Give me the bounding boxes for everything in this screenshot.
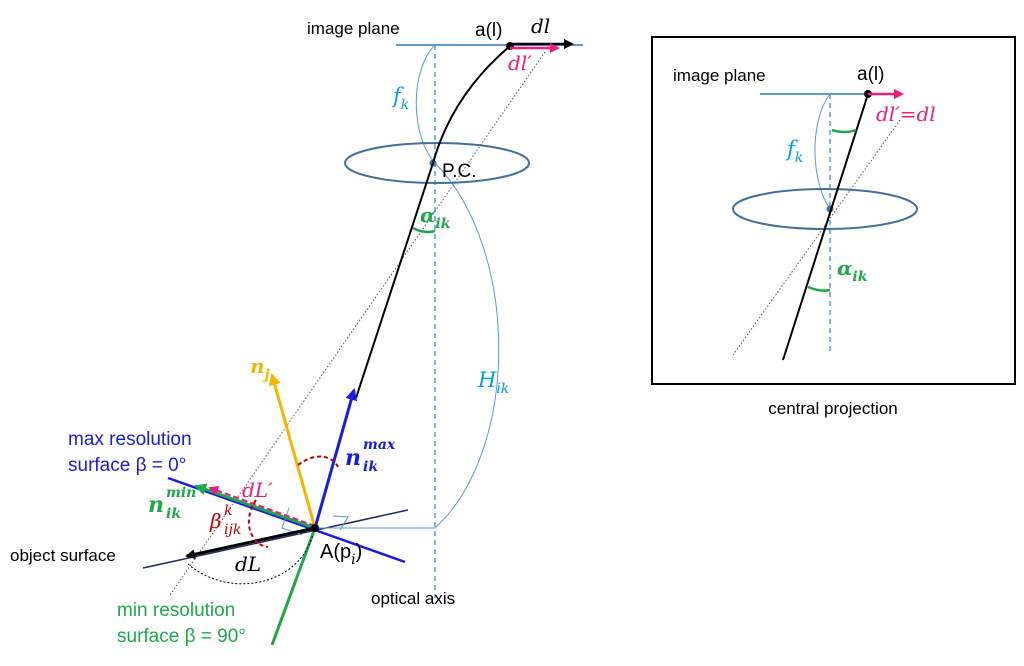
dL-label: dL (235, 552, 261, 576)
nj-arrow (268, 373, 317, 529)
inset-fk-label: fk (785, 137, 803, 166)
straight-ray-dotted (169, 51, 546, 596)
max-resolution-label-1: max resolution (68, 429, 192, 450)
inset-frame (651, 36, 1016, 385)
inset-a-l-label: a(l) (857, 64, 884, 85)
inset-alpha-arc-top (831, 128, 857, 134)
curved-projection-ray (432, 45, 511, 164)
min-resolution-label-2: surface β = 90° (117, 626, 246, 647)
inset-lens-ellipse (732, 188, 918, 230)
a-l-label: a(l) (475, 20, 502, 41)
image-plane-label: image plane (307, 19, 400, 38)
fk-bracket (415, 44, 436, 164)
nmin-lower-line (270, 527, 317, 646)
inset-projection-ray (782, 93, 869, 361)
max-resolution-label-2: surface β = 0° (68, 455, 186, 476)
alpha-ik-label: αik (420, 203, 451, 232)
A-pi-label: A(pi) (320, 541, 362, 568)
nj-label: nj (250, 354, 270, 383)
alpha-arc (412, 226, 436, 234)
inset-alpha-arc-bottom (807, 285, 831, 292)
inset-fk-bracket (814, 93, 831, 210)
inset-caption: central projection (768, 399, 897, 418)
beta-arc (247, 499, 269, 548)
hik-label: Hik (477, 368, 509, 397)
hik-bracket (434, 162, 500, 529)
dL-prime-arrow (208, 486, 316, 527)
inset-alpha-label: αik (837, 256, 868, 285)
lens-ellipse (344, 142, 530, 184)
projection-ray-lower (355, 162, 434, 399)
optical-axis-label: optical axis (371, 589, 455, 608)
fk-label: fk (391, 84, 409, 113)
dL-arrow (185, 526, 316, 560)
nmax-arrow (313, 388, 358, 529)
pc-label: P.C. (442, 161, 477, 182)
dl-label: dl (531, 14, 550, 38)
nj-nmax-arc (297, 455, 339, 468)
right-angle-marker-2 (332, 515, 349, 531)
min-resolution-label-1: min resolution (117, 600, 235, 621)
inset-dl-eq-label: dl′=dl (876, 102, 936, 126)
dL-prime-label: dL′ (242, 478, 273, 502)
object-surface-label: object surface (10, 546, 116, 565)
object-point-A (311, 524, 319, 532)
inset-image-plane-label: image plane (673, 66, 766, 85)
max-resolution-surface-line (167, 476, 406, 564)
dl-prime-label: dl′ (508, 51, 532, 75)
object-surface-line (142, 509, 409, 569)
inset-dotted-ray (732, 119, 901, 356)
